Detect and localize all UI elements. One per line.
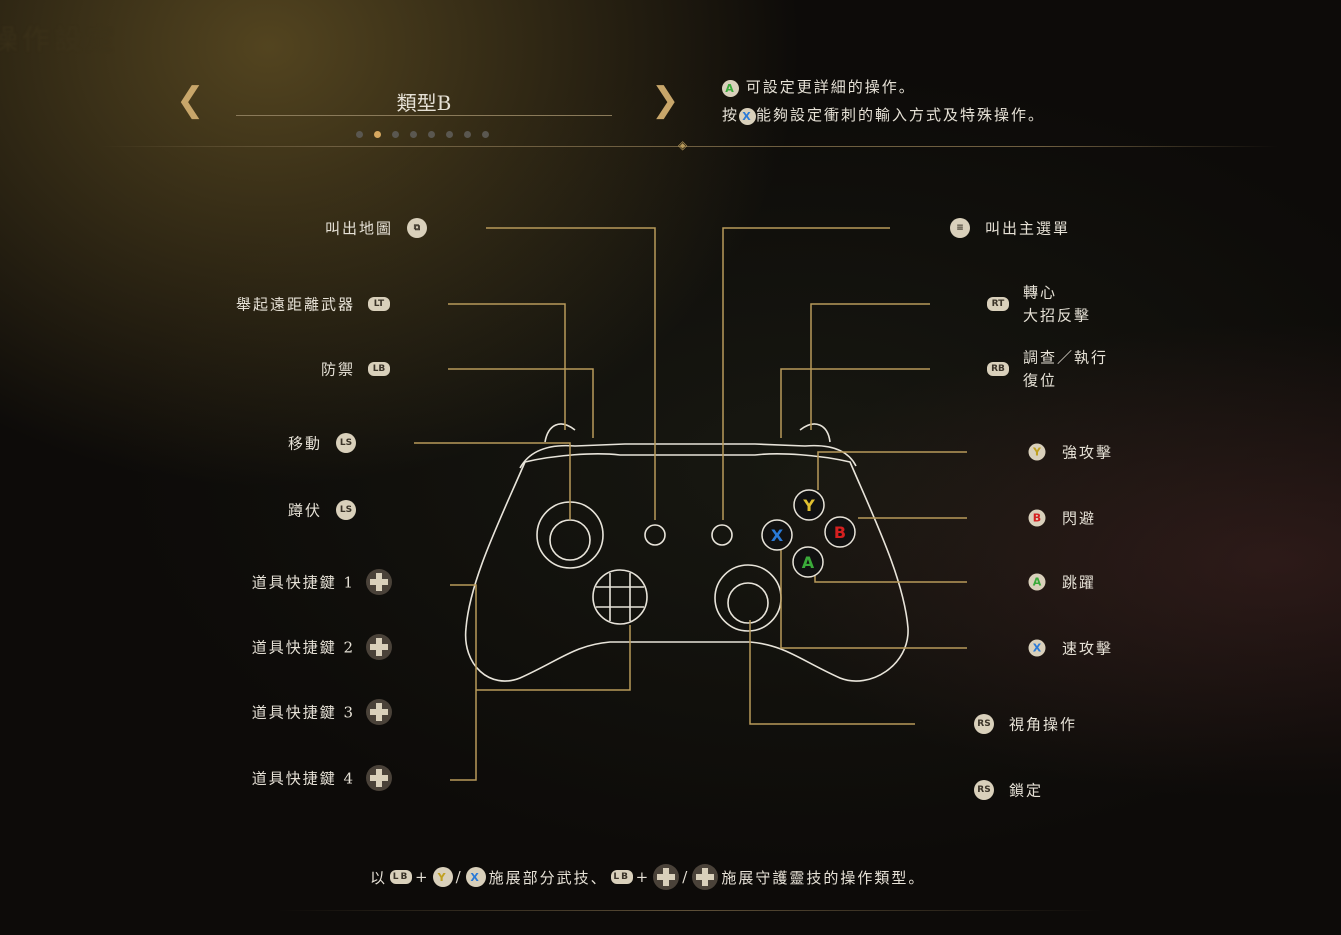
page-dot[interactable]	[463, 131, 471, 138]
lb-icon: LB	[368, 362, 390, 376]
page-indicator	[350, 123, 494, 142]
leader-lines	[414, 227, 967, 781]
left-binding-label: 道具快捷鍵 4	[251, 769, 355, 788]
menu-button-icon: ≡	[950, 218, 970, 238]
next-type-arrow[interactable]: ❯	[651, 80, 680, 120]
page-dot[interactable]	[409, 131, 417, 138]
right-binding-label: 閃避	[1062, 509, 1097, 528]
left-binding-label: 移動	[287, 434, 322, 453]
left-binding-label: 道具快捷鍵 2	[251, 638, 355, 657]
x-label: X	[771, 526, 784, 545]
rs-click-icon: RS	[974, 780, 994, 800]
left-binding-label: 防禦	[320, 360, 355, 379]
x-button-icon: X	[739, 107, 757, 125]
page-dot[interactable]	[391, 131, 399, 138]
hint-a: A 可設定更詳細的操作。	[722, 76, 916, 97]
page-dot[interactable]	[373, 131, 381, 138]
left-binding-label: 叫出地圖	[324, 219, 393, 238]
y-button-icon: Y	[1028, 443, 1046, 461]
plus-sign: +	[415, 868, 430, 886]
a-button-icon: A	[1028, 573, 1046, 591]
left-binding-label: 舉起遠距離武器	[235, 295, 355, 314]
hint-x-prefix: 按	[722, 106, 740, 124]
dpad-up-icon	[366, 569, 392, 595]
b-button-icon: B	[1028, 509, 1046, 527]
left-binding-label: 蹲伏	[287, 501, 322, 520]
footer-note: 以 LB + Y / X 施展部分武技、 LB + / 施展守護靈技的操作類型。	[370, 864, 925, 890]
footer-divider	[278, 910, 1102, 911]
type-underline	[236, 115, 612, 116]
y-button-icon: Y	[432, 867, 453, 887]
right-binding-label: 跳躍	[1062, 573, 1097, 592]
footer-text-2: 施展部分武技、	[488, 868, 608, 887]
screen-title: 操作設定	[0, 23, 119, 56]
page-dot[interactable]	[355, 131, 363, 138]
page-dot[interactable]	[427, 131, 435, 138]
slash: /	[682, 868, 690, 886]
y-label: Y	[802, 496, 815, 515]
rt-icon: RT	[987, 297, 1009, 311]
prev-type-arrow[interactable]: ❮	[176, 80, 205, 120]
a-label: A	[802, 553, 815, 572]
ls-icon: LS	[336, 433, 356, 453]
plus-sign: +	[635, 868, 651, 886]
hint-a-text: 可設定更詳細的操作。	[745, 78, 916, 96]
divider-ornament: ◈	[678, 138, 688, 152]
lb-icon: LB	[390, 870, 413, 884]
header-divider	[100, 146, 1278, 147]
page-dot[interactable]	[481, 131, 489, 138]
dpad-icon	[653, 864, 680, 890]
slash: /	[455, 868, 463, 886]
view-button-icon: ⧉	[407, 218, 427, 238]
dpad-down-icon	[366, 765, 392, 791]
right-binding-label: 鎖定	[1009, 781, 1044, 800]
right-binding-label: 速攻擊	[1062, 639, 1114, 658]
footer-text-3: 施展守護靈技的操作類型。	[721, 868, 926, 887]
face-buttons: Y B X A	[761, 489, 856, 578]
right-binding-label-2: 大招反擊	[1023, 306, 1092, 325]
b-label: B	[834, 523, 846, 542]
ls-click-icon: LS	[336, 500, 356, 520]
footer-text-1: 以	[370, 868, 388, 887]
dpad-right-icon	[366, 699, 392, 725]
right-binding-label: 強攻擊	[1062, 443, 1114, 462]
right-binding-label: 轉心	[1023, 283, 1058, 302]
page-dot[interactable]	[445, 131, 453, 138]
right-binding-label: 視角操作	[1009, 715, 1078, 734]
right-binding-label-2: 復位	[1023, 371, 1058, 390]
left-binding-label: 道具快捷鍵 3	[251, 703, 355, 722]
right-binding-label: 叫出主選單	[985, 219, 1071, 238]
rs-icon: RS	[974, 714, 994, 734]
x-button-icon: X	[465, 867, 486, 887]
right-binding-label: 調查／執行	[1023, 348, 1109, 367]
left-binding-label: 道具快捷鍵 1	[251, 573, 355, 592]
lt-icon: LT	[368, 297, 390, 311]
hint-x-text: 能夠設定衝刺的輸入方式及特殊操作。	[756, 106, 1046, 124]
lb-icon: LB	[610, 870, 633, 884]
dpad-left-icon	[366, 634, 392, 660]
dpad-icon	[692, 864, 719, 890]
x-button-icon: X	[1028, 639, 1046, 657]
type-label: 類型B	[396, 91, 452, 115]
controller-outline	[464, 423, 909, 682]
a-button-icon: A	[722, 79, 739, 97]
rb-icon: RB	[987, 362, 1009, 376]
